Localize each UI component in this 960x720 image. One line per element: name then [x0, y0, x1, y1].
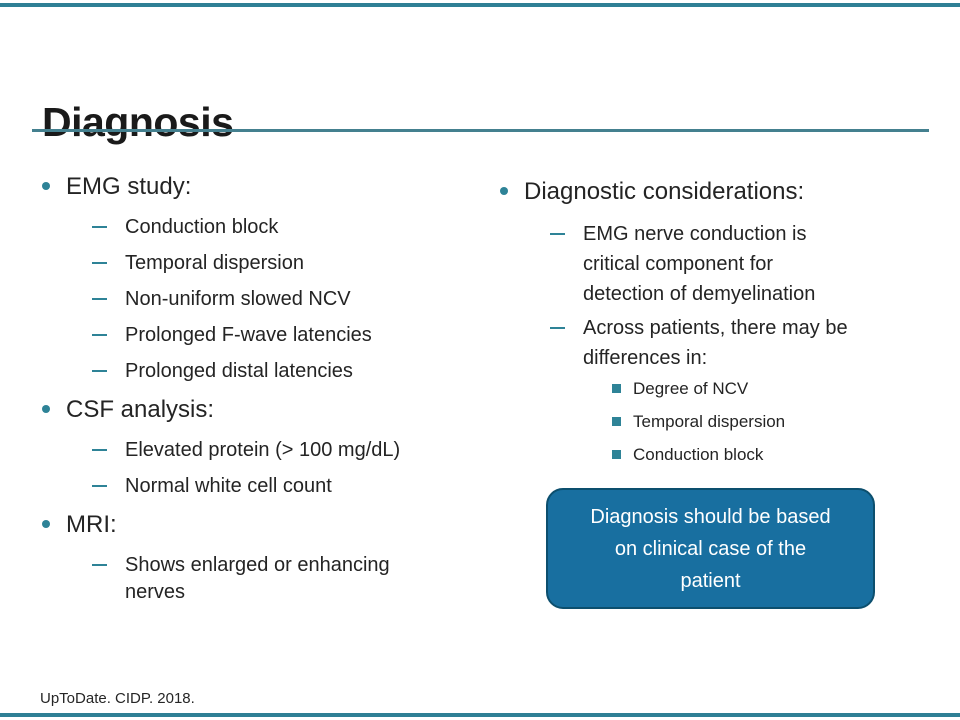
dash-bullet-icon — [92, 262, 107, 264]
top-accent-line — [0, 3, 960, 7]
list-item: Prolonged distal latencies — [92, 358, 486, 385]
list-item: Conduction block — [92, 214, 486, 241]
list-item-label: Across patients, there may be difference… — [583, 317, 848, 369]
dash-bullet-icon — [92, 485, 107, 487]
list-item-label: Diagnostic considerations: — [524, 178, 805, 205]
list-item-label: EMG nerve conduction is critical compone… — [583, 223, 816, 305]
list-item-label: Prolonged distal latencies — [125, 360, 353, 382]
list-item-label: Temporal dispersion — [633, 412, 786, 431]
page-title: Diagnosis — [42, 99, 234, 146]
list-item-label: Temporal dispersion — [125, 252, 304, 274]
dash-bullet-icon — [550, 327, 565, 329]
list-item: Diagnostic considerations: — [498, 176, 944, 208]
square-bullet-icon — [612, 417, 621, 426]
list-item-label: Prolonged F-wave latencies — [125, 324, 372, 346]
list-item: EMG study: — [40, 171, 486, 203]
list-item: MRI: — [40, 509, 486, 541]
list-item: Temporal dispersion — [612, 410, 944, 434]
list-item-label: MRI: — [66, 511, 117, 538]
footer-citation: UpToDate. CIDP. 2018. — [40, 690, 195, 707]
bullet-dot-icon — [42, 520, 50, 528]
list-item: Elevated protein (> 100 mg/dL) — [92, 437, 486, 464]
list-item: Conduction block — [612, 443, 944, 467]
list-item: EMG nerve conduction is critical compone… — [550, 219, 944, 309]
bullet-dot-icon — [500, 187, 508, 195]
list-item-label: EMG study: — [66, 173, 192, 200]
list-item: CSF analysis: — [40, 394, 486, 426]
title-underline — [32, 129, 929, 132]
dash-bullet-icon — [92, 226, 107, 228]
list-item-label: Conduction block — [633, 445, 764, 464]
list-item: Across patients, there may be difference… — [550, 313, 944, 373]
list-item: Shows enlarged or enhancing nerves — [92, 552, 486, 606]
dash-bullet-icon — [92, 564, 107, 566]
dash-bullet-icon — [92, 334, 107, 336]
right-bullet-column: Diagnostic considerations: EMG nerve con… — [498, 176, 944, 476]
bottom-accent-line — [0, 713, 960, 717]
square-bullet-icon — [612, 450, 621, 459]
dash-bullet-icon — [92, 370, 107, 372]
bullet-dot-icon — [42, 405, 50, 413]
list-item-label: Elevated protein (> 100 mg/dL) — [125, 439, 401, 461]
list-item-label: Normal white cell count — [125, 475, 332, 497]
dash-bullet-icon — [550, 233, 565, 235]
list-item: Prolonged F-wave latencies — [92, 322, 486, 349]
square-bullet-icon — [612, 384, 621, 393]
list-item: Temporal dispersion — [92, 250, 486, 277]
list-item-label: CSF analysis: — [66, 396, 215, 423]
list-item-label: Non-uniform slowed NCV — [125, 288, 351, 310]
list-item: Normal white cell count — [92, 473, 486, 500]
left-bullet-column: EMG study: Conduction block Temporal dis… — [40, 171, 486, 615]
callout-text: Diagnosis should be based on clinical ca… — [590, 505, 831, 592]
dash-bullet-icon — [92, 298, 107, 300]
callout-box: Diagnosis should be based on clinical ca… — [546, 488, 875, 609]
dash-bullet-icon — [92, 449, 107, 451]
list-item-label: Shows enlarged or enhancing nerves — [125, 554, 390, 603]
list-item-label: Degree of NCV — [633, 379, 749, 398]
list-item-label: Conduction block — [125, 216, 279, 238]
list-item: Degree of NCV — [612, 377, 944, 401]
bullet-dot-icon — [42, 182, 50, 190]
list-item: Non-uniform slowed NCV — [92, 286, 486, 313]
